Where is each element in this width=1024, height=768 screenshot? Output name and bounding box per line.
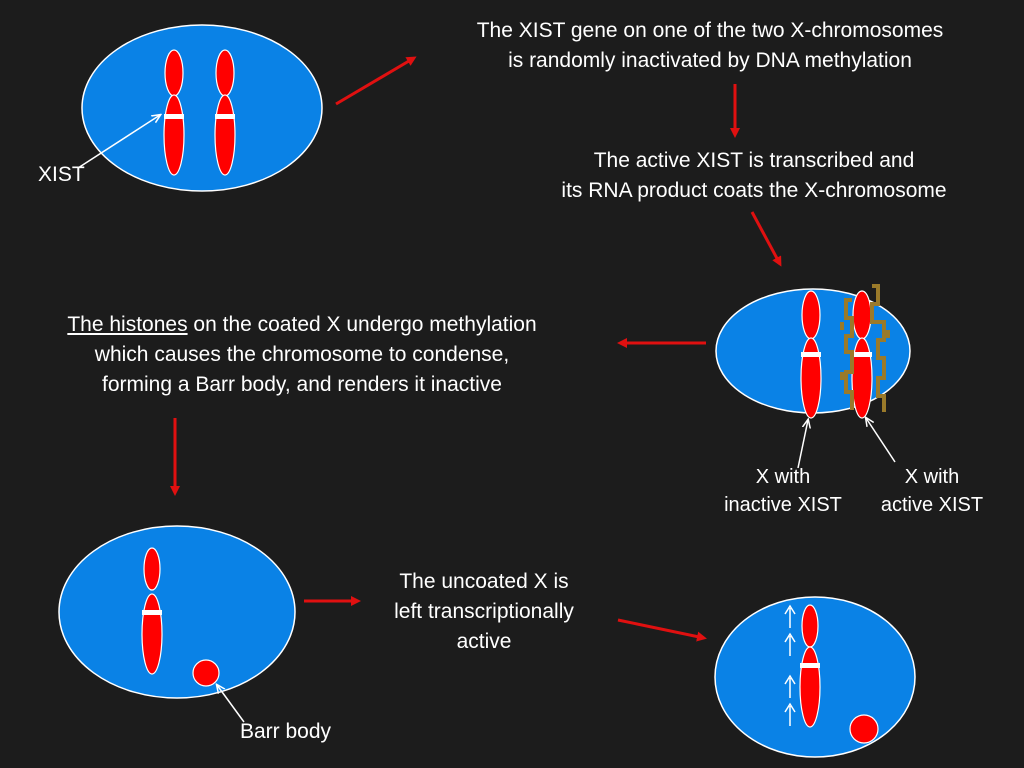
xist-pointer-arrow [77, 115, 160, 169]
xist-band [801, 352, 821, 357]
rna-coat [840, 284, 890, 412]
chromosome-inactive-xist [800, 290, 822, 419]
barr-body [849, 714, 879, 744]
xist-band [852, 352, 872, 357]
arrow-down-icon [750, 211, 782, 267]
chromosome-active-x [799, 604, 821, 728]
x-active-xist-label: X with active XIST [880, 466, 984, 516]
chromosome-active-x [141, 547, 163, 675]
chromosome-x-right [214, 49, 236, 176]
arrow-right-icon [335, 56, 417, 106]
step-4-text: The uncoated X is left transcriptionally… [394, 570, 574, 653]
step-1-text: The XIST gene on one of the two X-chromo… [476, 19, 944, 72]
histones-term: The histones [67, 313, 188, 336]
step-2-text: The active XIST is transcribed and its R… [561, 149, 947, 202]
active-xist-pointer-arrow [866, 418, 896, 463]
cell-1 [77, 24, 323, 192]
step-3-text: The histones on the coated X undergo met… [67, 313, 537, 396]
barr-body [192, 659, 220, 687]
xist-band [800, 663, 820, 668]
xist-band [164, 114, 184, 119]
barr-body-label: Barr body [240, 720, 332, 743]
arrow-right-icon [617, 618, 707, 642]
barr-body-pointer-arrow [217, 685, 245, 723]
cell-4 [714, 596, 916, 758]
chromosome-active-xist [851, 290, 873, 419]
xist-band [215, 114, 235, 119]
cell-2 [715, 284, 911, 469]
chromosome-x-left [163, 49, 185, 176]
up-arrow-icon [784, 604, 796, 726]
xist-band [142, 610, 162, 615]
xist-label: XIST [38, 163, 85, 186]
cell-3 [58, 525, 296, 723]
inactive-xist-pointer-arrow [797, 420, 808, 469]
x-inactive-xist-label: X with inactive XIST [724, 466, 842, 516]
